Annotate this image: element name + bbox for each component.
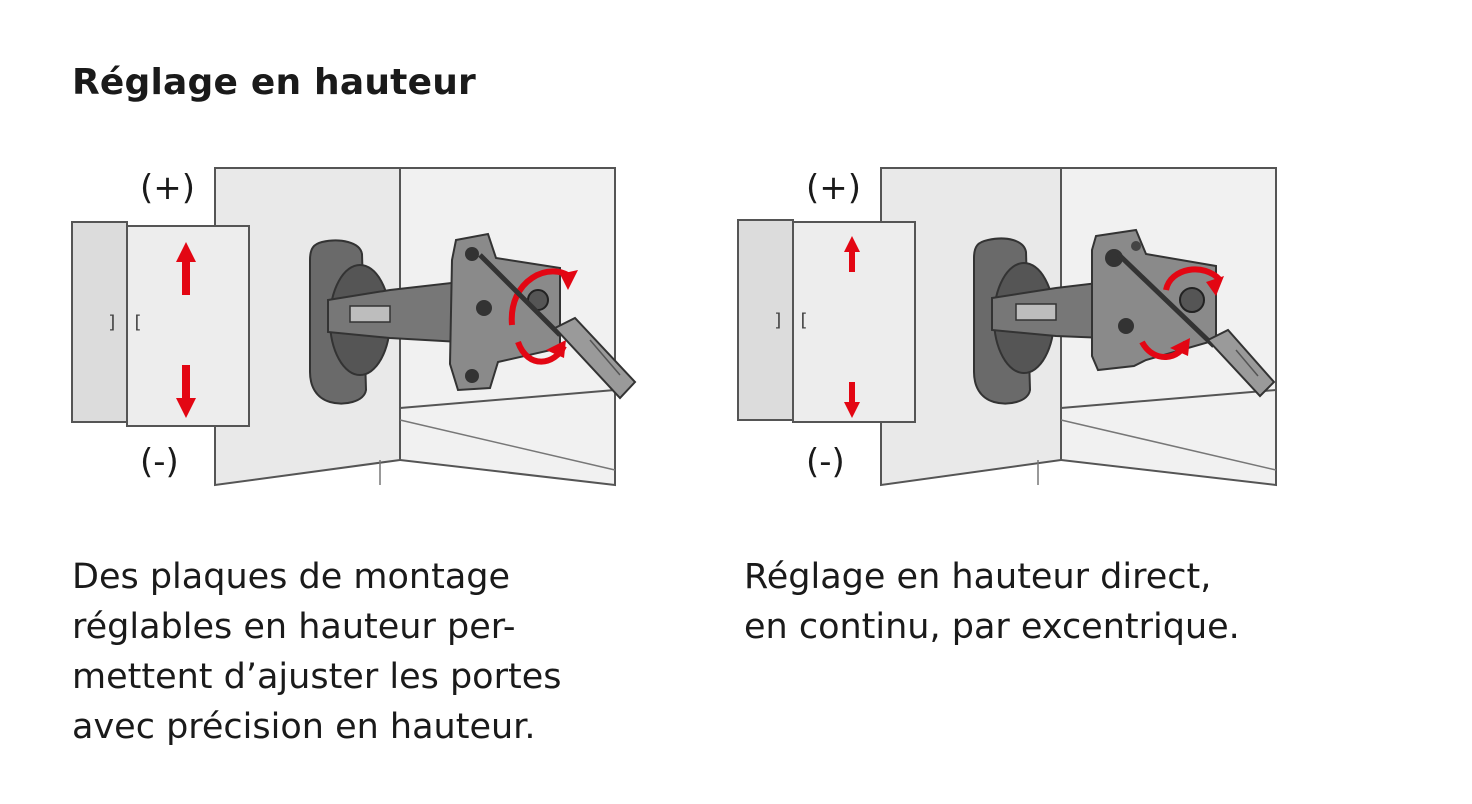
height-plus-label: (+) <box>806 168 862 208</box>
down-arrow-icon <box>176 365 196 418</box>
caption-line: Des plaques de montage <box>72 557 511 597</box>
hinge-icon <box>309 232 561 405</box>
svg-text:]: ] <box>773 310 784 331</box>
up-arrow-icon <box>844 236 860 272</box>
screwdriver-icon <box>1116 252 1276 398</box>
diagram-illustration: ] [ <box>71 167 637 487</box>
diagram-mounting-plate: ] [ <box>60 150 660 510</box>
height-minus-label: (-) <box>140 442 179 482</box>
door-edge <box>737 219 794 421</box>
caption-line: avec précision en hauteur. <box>72 707 536 747</box>
caption-line: mettent d’ajuster les portes <box>72 657 562 697</box>
svg-text:[: [ <box>798 310 809 331</box>
page-title: Réglage en hauteur <box>72 62 476 103</box>
svg-text:[: [ <box>132 312 143 333</box>
door-edge <box>71 221 128 423</box>
height-minus-label: (-) <box>806 442 845 482</box>
caption-line: Réglage en hauteur direct, <box>744 557 1212 597</box>
down-arrow-icon <box>844 382 860 418</box>
caption-mounting-plate: Des plaques de montage réglables en haut… <box>72 552 632 752</box>
diagram-illustration: ] [ <box>737 167 1277 487</box>
caption-eccentric: Réglage en hauteur direct, en continu, p… <box>744 552 1344 652</box>
caption-line: réglables en hauteur per- <box>72 607 516 647</box>
diagram-eccentric: ] [ (+) (-) <box>726 150 1326 510</box>
height-plus-label: (+) <box>140 168 196 208</box>
screwdriver-icon <box>478 253 637 400</box>
svg-text:]: ] <box>107 312 118 333</box>
up-arrow-icon <box>176 242 196 295</box>
hinge-icon <box>973 228 1217 405</box>
caption-line: en continu, par excentrique. <box>744 607 1240 647</box>
